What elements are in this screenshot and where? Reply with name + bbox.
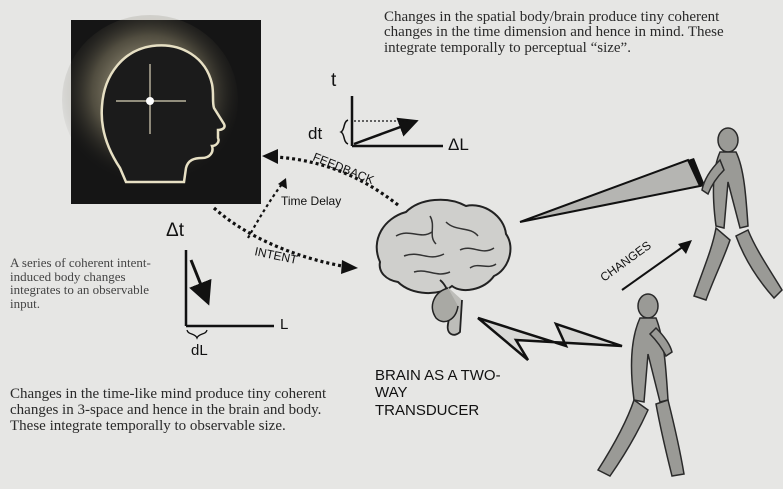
- changes-arrow: CHANGES: [598, 238, 692, 290]
- time-delay-label: Time Delay: [281, 195, 341, 209]
- axis-label-delta-t: Δt: [166, 220, 184, 242]
- lightning-bolt-icon: [478, 318, 622, 360]
- brain-transducer-caption: BRAIN AS A TWO-WAY TRANSDUCER: [375, 367, 505, 419]
- intent-label: INTENT: [253, 244, 299, 267]
- walking-figure-lower-icon: [598, 294, 684, 476]
- top-caption: Changes in the spatial body/brain produc…: [384, 10, 764, 56]
- intent-arrow: INTENT: [214, 208, 358, 274]
- time-space-axes: [341, 96, 443, 146]
- series-caption: A series of coherent intent-induced body…: [10, 256, 170, 311]
- feedback-label: FEEDBACK: [311, 150, 376, 187]
- axis-label-t: t: [331, 70, 336, 92]
- mind-caption: Changes in the time-like mind produce ti…: [10, 387, 330, 434]
- axis-label-delta-l: ΔL: [448, 135, 469, 155]
- axis-label-l: L: [280, 316, 288, 333]
- incoming-signal-wedge: [520, 158, 706, 222]
- axis-label-dt: dt: [308, 124, 322, 144]
- walking-figure-icon: [694, 128, 782, 300]
- axis-label-dl: dL: [191, 342, 208, 359]
- brain-icon: [377, 200, 511, 335]
- changes-label: CHANGES: [598, 238, 654, 284]
- delta-axes: [186, 250, 274, 338]
- head-silhouette-icon: [62, 15, 261, 204]
